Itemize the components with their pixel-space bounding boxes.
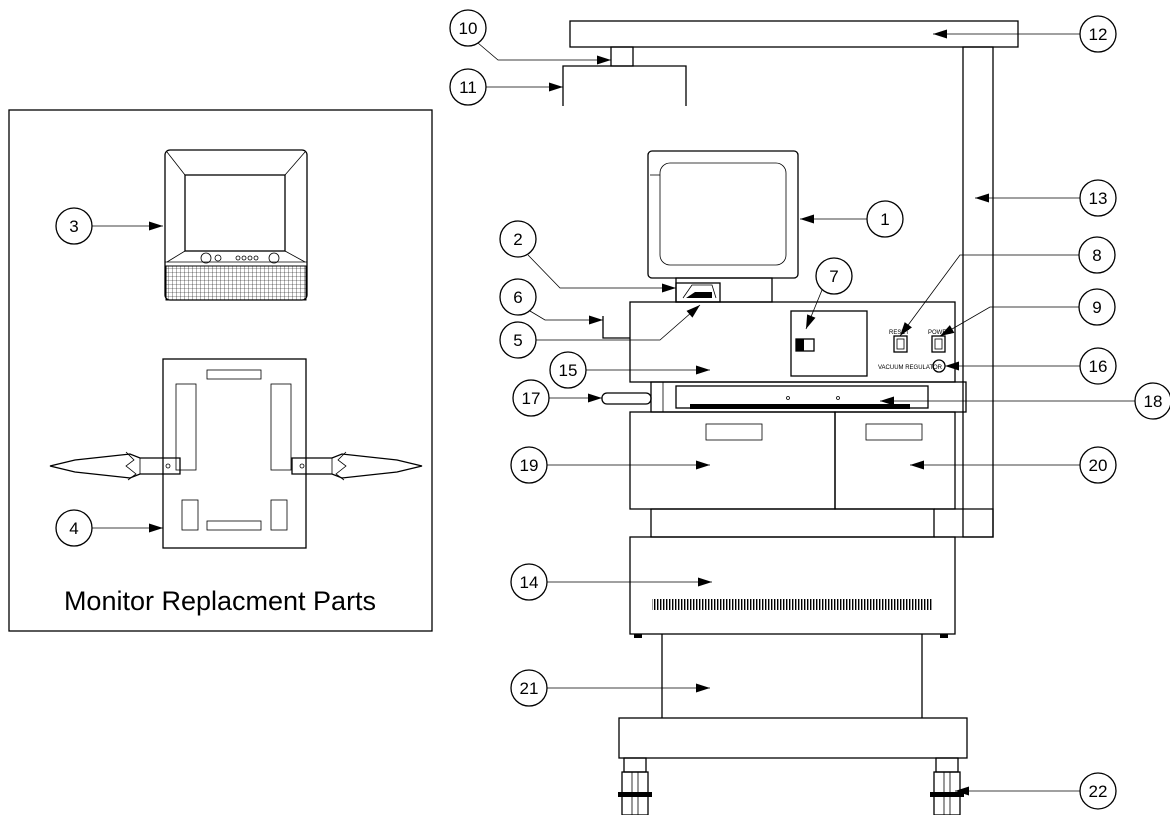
callout-leader-2 (527, 254, 676, 289)
vacuum-unit (629, 536, 956, 638)
callout-circle-12 (1079, 15, 1117, 53)
callout-arrow-1 (800, 214, 814, 224)
callout-arrow-12 (933, 29, 947, 39)
callout-number-18: 18 (1144, 392, 1163, 411)
callout-number-8: 8 (1092, 246, 1101, 265)
callout-number-5: 5 (513, 331, 522, 350)
callout-number-20: 20 (1089, 456, 1108, 475)
callout-number-6: 6 (513, 288, 522, 307)
callout-arrow-7 (806, 314, 816, 329)
callout-number-10: 10 (459, 19, 478, 38)
callout-leader-10 (477, 42, 611, 61)
callout-number-2: 2 (513, 230, 522, 249)
vertical-pole (962, 46, 994, 538)
callout-arrow-20 (910, 460, 924, 470)
callout-arrow-22 (955, 786, 969, 796)
callout-circle-14 (510, 563, 548, 601)
callout-circle-1 (866, 200, 904, 238)
callout-circle-15 (549, 351, 587, 389)
callout-circle-5 (499, 321, 537, 359)
callout-leader-5 (536, 304, 701, 341)
callout-circle-22 (1079, 772, 1117, 810)
callout-circle-13 (1079, 179, 1117, 217)
callout-circle-7 (815, 257, 853, 295)
callout-circle-6 (499, 278, 537, 316)
callout-arrow-4 (149, 523, 163, 533)
callout-number-16: 16 (1089, 357, 1108, 376)
callout-arrow-16 (945, 361, 959, 371)
vacuum-regulator-label: VACUUM REGULATOR (878, 365, 943, 371)
callout-number-1: 1 (880, 210, 889, 229)
mount-bracket (610, 46, 634, 67)
callout-arrow-2 (662, 283, 676, 293)
callout-arrow-14 (698, 577, 712, 587)
callout-arrow-10 (597, 55, 611, 65)
caster-right (930, 757, 964, 815)
callout-arrow-13 (975, 193, 989, 203)
callout-arrow-19 (696, 460, 710, 470)
callout-number-14: 14 (520, 573, 539, 592)
callout-arrow-18 (880, 396, 894, 406)
inset-caption: Monitor Replacment Parts (64, 586, 376, 616)
callout-circle-11 (449, 68, 487, 106)
callout-arrow-6 (589, 315, 603, 325)
callout-number-11: 11 (459, 78, 477, 97)
callout-leader-9 (939, 306, 1079, 337)
callout-circle-8 (1078, 236, 1116, 274)
callout-number-17: 17 (522, 389, 541, 408)
callout-number-7: 7 (829, 267, 838, 286)
callout-arrow-8 (900, 322, 912, 336)
callout-arrow-3 (149, 221, 163, 231)
power-label: POWER (928, 330, 951, 336)
callout-circle-10 (449, 9, 487, 47)
callout-circle-9 (1078, 288, 1116, 326)
callout-number-9: 9 (1092, 298, 1101, 317)
callout-number-22: 22 (1089, 782, 1108, 801)
keyboard-shelf (601, 381, 967, 413)
callout-arrow-9 (940, 325, 955, 336)
reset-label: RESET (889, 330, 909, 336)
callout-number-15: 15 (559, 361, 578, 380)
callout-circle-4 (55, 509, 93, 547)
arm-clamp (562, 65, 687, 106)
monitor-front-cover (164, 149, 308, 301)
callout-circle-3 (55, 207, 93, 245)
callout-arrow-5 (686, 305, 700, 318)
callout-circle-20 (1079, 446, 1117, 484)
callout-number-19: 19 (520, 456, 539, 475)
callout-number-12: 12 (1089, 25, 1108, 44)
callout-arrow-17 (588, 393, 602, 403)
monitor (647, 150, 799, 303)
callout-arrow-15 (696, 365, 710, 375)
callout-circle-21 (510, 669, 548, 707)
monitor-back-plate (49, 358, 423, 549)
inset-box (8, 109, 433, 632)
callout-leader-6 (529, 310, 603, 321)
callout-number-3: 3 (69, 217, 78, 236)
callout-arrow-21 (696, 683, 710, 693)
callout-number-4: 4 (69, 519, 78, 538)
callout-circle-2 (499, 220, 537, 258)
cart-stand (618, 634, 968, 759)
callout-arrow-11 (549, 82, 563, 92)
callout-leader-8 (899, 254, 1079, 337)
callout-number-13: 13 (1089, 189, 1108, 208)
monitor-mount (675, 282, 721, 303)
callout-circle-17 (512, 379, 550, 417)
callout-circle-18 (1134, 382, 1170, 420)
callout-circle-16 (1079, 347, 1117, 385)
callout-number-21: 21 (520, 679, 539, 698)
drawer-left (629, 411, 836, 510)
caster-left (618, 757, 652, 815)
drawer-right (834, 411, 956, 510)
callout-circle-19 (510, 446, 548, 484)
